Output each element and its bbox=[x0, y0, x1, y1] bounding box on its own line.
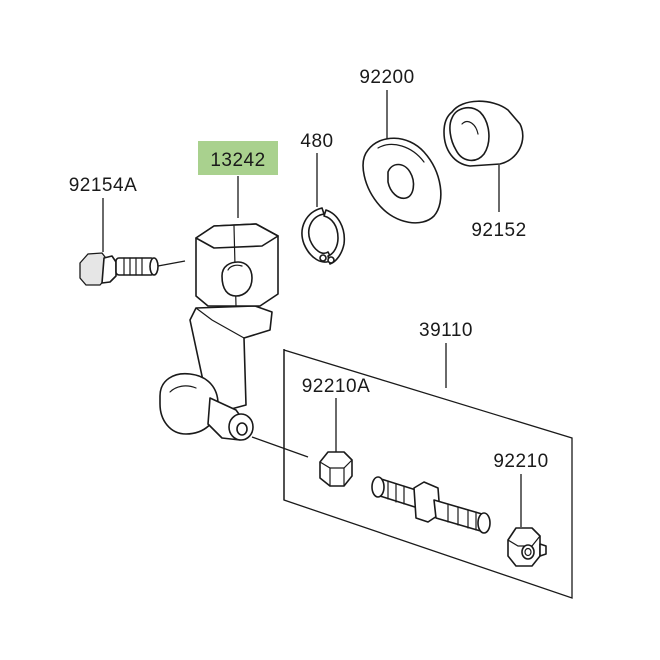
leader-lines bbox=[102, 90, 522, 527]
part-92152-collar bbox=[443, 100, 524, 167]
part-92154A-bolt bbox=[79, 252, 159, 286]
part-39110-rod bbox=[371, 476, 491, 534]
part-480-circlip bbox=[301, 207, 346, 265]
label-39110[interactable]: 39110 bbox=[419, 320, 473, 341]
part-92200-washer bbox=[362, 137, 442, 224]
label-92200[interactable]: 92200 bbox=[359, 67, 414, 88]
label-92154A[interactable]: 92154A bbox=[69, 175, 138, 196]
label-92152[interactable]: 92152 bbox=[471, 220, 526, 241]
part-13242-lever bbox=[159, 223, 279, 441]
label-480[interactable]: 480 bbox=[300, 131, 333, 152]
highlight-13242 bbox=[198, 141, 278, 175]
label-92210[interactable]: 92210 bbox=[493, 451, 548, 472]
label-13242[interactable]: 13242 bbox=[210, 150, 265, 171]
part-92210A-nut bbox=[319, 451, 353, 487]
label-92210A[interactable]: 92210A bbox=[302, 376, 371, 397]
part-92210-nut bbox=[507, 527, 547, 567]
